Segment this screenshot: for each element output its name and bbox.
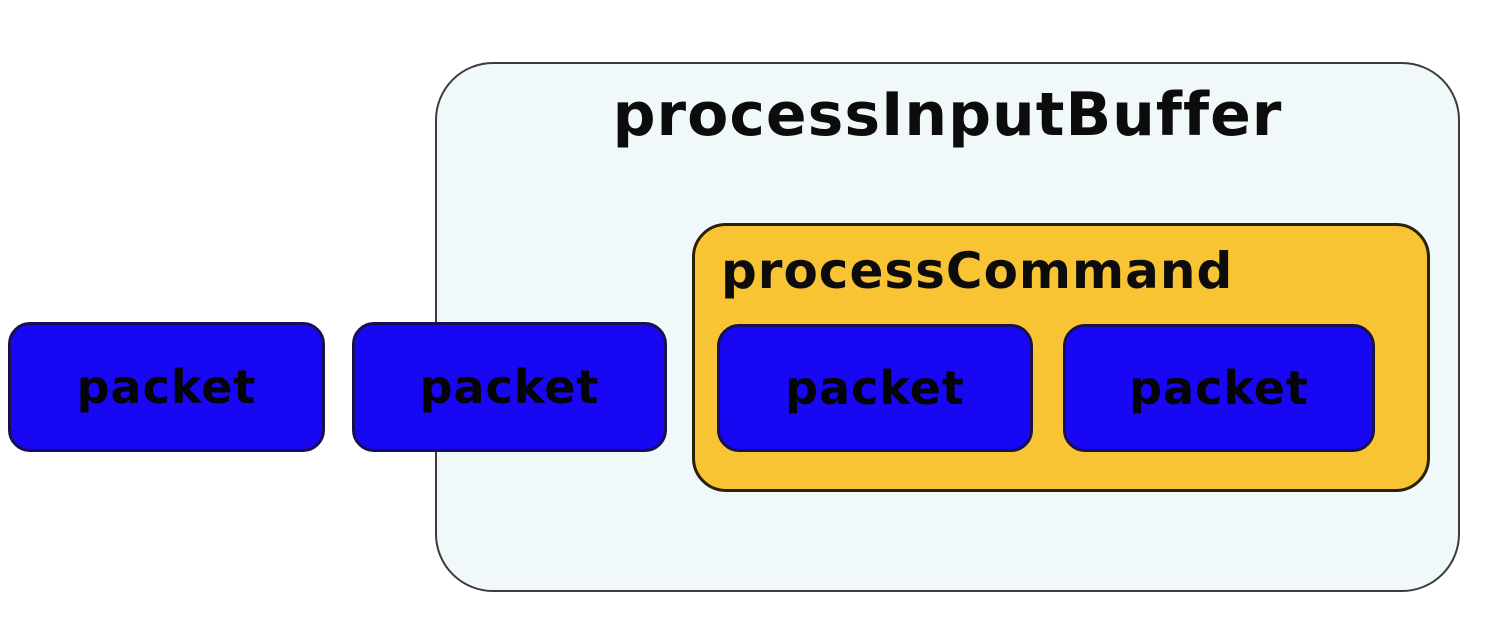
packet-box-queue-1: packet	[8, 322, 325, 452]
packet-label: packet	[1129, 361, 1309, 415]
packet-label: packet	[76, 360, 257, 414]
packet-label: packet	[785, 361, 965, 415]
process-input-buffer-label: processInputBuffer	[612, 80, 1283, 150]
packet-box-command-1: packet	[717, 324, 1033, 452]
process-command-label: processCommand	[721, 242, 1234, 300]
packet-label: packet	[419, 360, 600, 414]
packet-box-queue-2: packet	[352, 322, 667, 452]
packet-box-command-2: packet	[1063, 324, 1375, 452]
